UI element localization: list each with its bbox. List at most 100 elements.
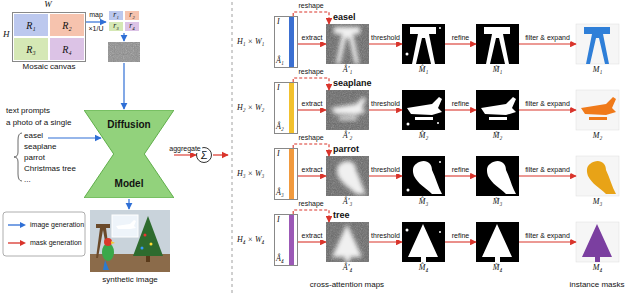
connector-arrow: [298, 175, 326, 176]
refined-mask: [476, 222, 519, 262]
node-label: Model: [84, 178, 174, 189]
attention-map: parrotÂ′₃: [326, 156, 369, 196]
aggregate-arrow: [213, 154, 228, 155]
threshold-mask: M̂₄: [402, 222, 445, 262]
node-label: Â′₁: [343, 66, 352, 75]
legend-arrow: [8, 224, 21, 225]
refined-mask: M̃₂: [476, 90, 519, 130]
node-label: M̃₁: [493, 66, 502, 75]
diffusion-model: DiffusionModel: [84, 110, 174, 198]
attention-map: easelÂ′₁: [326, 24, 369, 64]
edge-label: aggregate: [168, 145, 202, 153]
node-label: M₁: [593, 66, 602, 75]
legend-text: mask generation: [30, 239, 82, 247]
attention-matrix: IÂ₁: [274, 16, 298, 68]
node-label: M̂₄: [419, 264, 428, 273]
instance-mask: M₁: [576, 24, 619, 64]
prompt-text: a photo of a single: [6, 119, 71, 128]
threshold-mask: M̂₃: [402, 156, 445, 196]
node-label: M₃: [593, 198, 602, 207]
connector-arrow: [445, 109, 476, 110]
connector-arrow: [293, 144, 329, 156]
threshold-mask: [402, 24, 445, 64]
region-cell: R₂: [49, 13, 85, 37]
node-label: I: [277, 18, 280, 27]
refined-mask: M̃₁: [476, 24, 519, 64]
region-cell: R₁: [13, 13, 49, 37]
edge-label: extract: [300, 166, 323, 174]
attention-matrix: IÂ₂: [274, 82, 298, 134]
instance-mask: [576, 222, 619, 262]
noise-image: [108, 42, 140, 62]
legend-swatch: [7, 239, 27, 247]
node-label: Â₄: [276, 255, 284, 264]
edge-label: extract: [300, 232, 323, 240]
latent-cell: r₄: [124, 21, 140, 32]
connector-arrow: [519, 241, 576, 242]
edge-label: reshape: [297, 200, 324, 208]
attention-map: [326, 222, 369, 262]
node-label: r₄: [129, 22, 135, 30]
size-label: H₃ × W₃: [237, 170, 264, 179]
refined-mask: [476, 24, 519, 64]
legend: image generation mask generation: [7, 216, 84, 252]
connector-arrow: [445, 43, 476, 44]
node-label: Â₃: [276, 189, 284, 198]
node-label: Â′₃: [343, 198, 352, 207]
edge-label: filter & expand: [524, 166, 571, 174]
attention-matrix: I Â₃: [274, 148, 298, 200]
attention-matrix: I Â₄: [274, 214, 298, 266]
legend-entry: image generation: [7, 216, 84, 234]
size-label: H₄ × W₄: [237, 236, 264, 245]
latent-cell: r₃: [108, 21, 124, 32]
attention-map: [326, 24, 369, 64]
prompt-word: parrot: [24, 154, 45, 163]
edge-label: threshold: [370, 100, 401, 108]
edge-label: filter & expand: [524, 34, 571, 42]
node-label: R₁: [26, 20, 36, 31]
node-label: M̂₂: [419, 132, 428, 141]
word-label: easel: [333, 13, 356, 23]
attention-map: [326, 156, 369, 196]
step-label: map: [89, 11, 103, 19]
edge-label: threshold: [370, 232, 401, 240]
node-label: R₂: [62, 20, 72, 31]
node-label: Â′₂: [343, 132, 352, 141]
legend-arrowhead: [20, 222, 26, 228]
refined-mask: M̃₄: [476, 222, 519, 262]
connector-arrow: [298, 43, 326, 44]
node-label: Â₂: [276, 123, 284, 132]
legend-arrow: [8, 242, 21, 243]
threshold-mask: M̂₁: [402, 24, 445, 64]
node-label: I: [277, 150, 280, 159]
dimension-label: H: [3, 30, 10, 40]
latent-cell: r₁: [108, 10, 124, 21]
legend-box: [3, 212, 85, 256]
node-label: M̂₁: [419, 66, 428, 75]
section-label: instance masks: [569, 281, 624, 290]
connector-arrow: [174, 154, 196, 155]
edge-label: filter & expand: [524, 232, 571, 240]
connector-arrow: [293, 210, 329, 222]
section-label: text prompts: [6, 107, 50, 116]
word-label: parrot: [333, 145, 359, 155]
prompt-word: ...: [24, 176, 31, 185]
node-label: M₂: [593, 132, 602, 141]
edge-label: refine: [451, 100, 471, 108]
connector-arrow: [293, 78, 329, 90]
node-label: Diffusion: [84, 119, 174, 130]
prompt-word: easel: [24, 132, 43, 141]
edge-label: refine: [451, 232, 471, 240]
threshold-mask: [402, 222, 445, 262]
node-label: M̃₂: [493, 132, 502, 141]
map-arrow: [86, 22, 124, 41]
section-label: cross-attention maps: [310, 281, 384, 290]
instance-mask: [576, 24, 619, 64]
connector-arrow: [519, 43, 576, 44]
connector-arrow: [298, 109, 326, 110]
connector-arrow: [369, 109, 402, 110]
edge-label: reshape: [297, 134, 324, 142]
node-label: I: [277, 216, 280, 225]
